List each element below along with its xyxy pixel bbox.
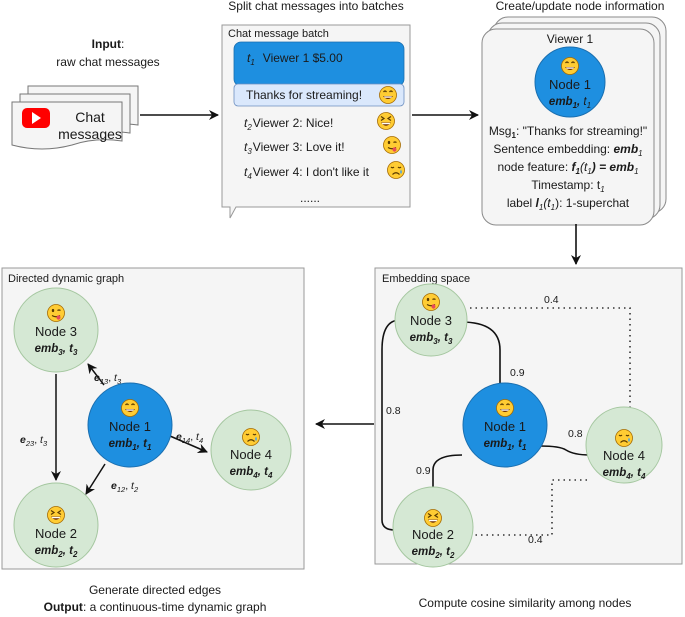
nodeinfo-timestamp: Timestamp: t1 [531, 178, 604, 194]
input-heading: Input: [92, 37, 125, 51]
more-messages-ellipsis: ...... [300, 191, 320, 205]
superchat-text: Thanks for streaming! [246, 88, 362, 102]
graph-node-3-label: Node 3 [35, 324, 77, 339]
node-info-panel: Create/update node information Viewer 1 … [481, 0, 667, 226]
graph-title: Directed dynamic graph [8, 273, 124, 285]
edge-e12 [85, 463, 106, 495]
embedding-title: Embedding space [382, 273, 470, 285]
sad-emoji-icon [614, 428, 634, 448]
embedding-space-panel: Embedding space 0.9 0.8 0.9 0.8 0.4 0.4 … [374, 267, 683, 610]
laughing-emoji-icon [46, 505, 66, 525]
graph-node-1-emb: emb1, t1 [109, 438, 152, 452]
graph-node-4: Node 4 emb4, t4 [210, 409, 292, 491]
graph-caption-line1: Generate directed edges [89, 583, 221, 597]
weight-n3-n1: 0.9 [510, 367, 525, 379]
batch-caption: Split chat messages into batches [228, 0, 403, 13]
stack-label-line1: Chat [75, 109, 105, 125]
nodeinfo-caption: Create/update node information [496, 0, 665, 13]
emb-node-1-label: Node 1 [484, 419, 526, 434]
graph-node-3: Node 3 emb3, t3 [13, 287, 99, 373]
viewer-name: Viewer 1 [547, 32, 594, 46]
label-e23: e23, t3 [20, 434, 48, 448]
chat-batch-panel: Split chat messages into batches Chat me… [221, 0, 411, 219]
nodeinfo-sentence-embedding: Sentence embedding: emb1 [493, 142, 642, 158]
chat-messages-stack: Chat messages [11, 85, 139, 150]
winking-tongue-emoji-icon [46, 303, 66, 323]
message-3: t3Viewer 3: Love it! [244, 140, 345, 156]
graph-node-2-emb: emb2, t2 [35, 545, 78, 559]
winking-tongue-emoji-icon [382, 135, 402, 155]
emb-node-4: Node 4 emb4, t4 [585, 406, 663, 484]
nodeinfo-msg: Msg1: "Thanks for streaming!" [489, 124, 647, 140]
nodeinfo-node-label: Node 1 [549, 77, 591, 92]
graph-node-1-label: Node 1 [109, 419, 151, 434]
grinning-emoji-icon [378, 85, 398, 105]
graph-node-4-label: Node 4 [230, 447, 272, 462]
edge-n3-n1 [460, 321, 501, 384]
emb-node-2-emb: emb2, t2 [412, 546, 455, 560]
message-2: t2Viewer 2: Nice! [244, 116, 333, 132]
weight-n1-n4: 0.8 [568, 428, 583, 440]
sad-emoji-icon [241, 427, 261, 447]
graph-caption-line2: Output: a continuous-time dynamic graph [44, 600, 267, 614]
superchat-message [233, 83, 405, 107]
edge-n3-n2 [381, 319, 401, 531]
emb-node-2: Node 2 emb2, t2 [392, 486, 474, 568]
embedding-caption: Compute cosine similarity among nodes [419, 596, 632, 610]
emb-node-3-emb: emb3, t3 [410, 332, 453, 346]
emb-node-3-label: Node 3 [410, 313, 452, 328]
label-e14: e14, t4 [176, 431, 203, 445]
grinning-emoji-icon [560, 56, 580, 76]
winking-tongue-emoji-icon [421, 292, 441, 312]
edge-n1-n4 [539, 445, 591, 456]
emb-node-1: Node 1 emb1, t1 [462, 382, 548, 468]
graph-node-2-label: Node 2 [35, 526, 77, 541]
youtube-logo-icon [22, 108, 50, 128]
emb-node-2-label: Node 2 [412, 527, 454, 542]
nodeinfo-node-circle [534, 46, 606, 118]
graph-node-3-emb: emb3, t3 [35, 343, 78, 357]
stack-label-line2: messages [58, 126, 122, 142]
edge-e13 [87, 363, 105, 386]
laughing-emoji-icon [423, 508, 443, 528]
input-description: raw chat messages [56, 55, 159, 69]
weight-n2-n4: 0.4 [528, 534, 543, 546]
edge-n1-n2 [432, 454, 463, 492]
input-section: Input: raw chat messages Chat messages [11, 37, 160, 150]
edge-e14 [169, 435, 208, 454]
weight-n1-n2: 0.9 [416, 465, 431, 477]
weight-n3-n2: 0.8 [386, 405, 401, 417]
nodeinfo-label: label l1(t1): 1-superchat [507, 196, 630, 212]
grinning-emoji-icon [120, 398, 140, 418]
nodeinfo-node-feature: node feature: f1(t1) = emb1 [497, 160, 638, 176]
weight-n3-n4: 0.4 [544, 294, 559, 306]
batch-title: Chat message batch [228, 28, 329, 40]
graph-node-4-emb: emb4, t4 [230, 466, 273, 480]
grinning-emoji-icon [495, 398, 515, 418]
edge-n3-n4 [470, 307, 631, 408]
emb-node-3: Node 3 emb3, t3 [394, 283, 468, 357]
label-e13: e13, t3 [94, 372, 122, 386]
emb-node-4-label: Node 4 [603, 448, 645, 463]
laughing-emoji-icon [376, 111, 396, 131]
label-e12: e12, t2 [111, 480, 139, 494]
sad-emoji-icon [386, 160, 406, 180]
message-4: t4Viewer 4: I don't like it [244, 165, 370, 181]
graph-node-2: Node 2 emb2, t2 [13, 482, 99, 568]
nodeinfo-node-emb: emb1, t1 [549, 96, 591, 110]
directed-graph-panel: Directed dynamic graph e13, t3 e23, t3 e… [1, 267, 305, 614]
emb-node-1-emb: emb1, t1 [484, 438, 527, 452]
emb-node-4-emb: emb4, t4 [603, 467, 646, 481]
graph-node-1: Node 1 emb1, t1 [87, 382, 173, 468]
